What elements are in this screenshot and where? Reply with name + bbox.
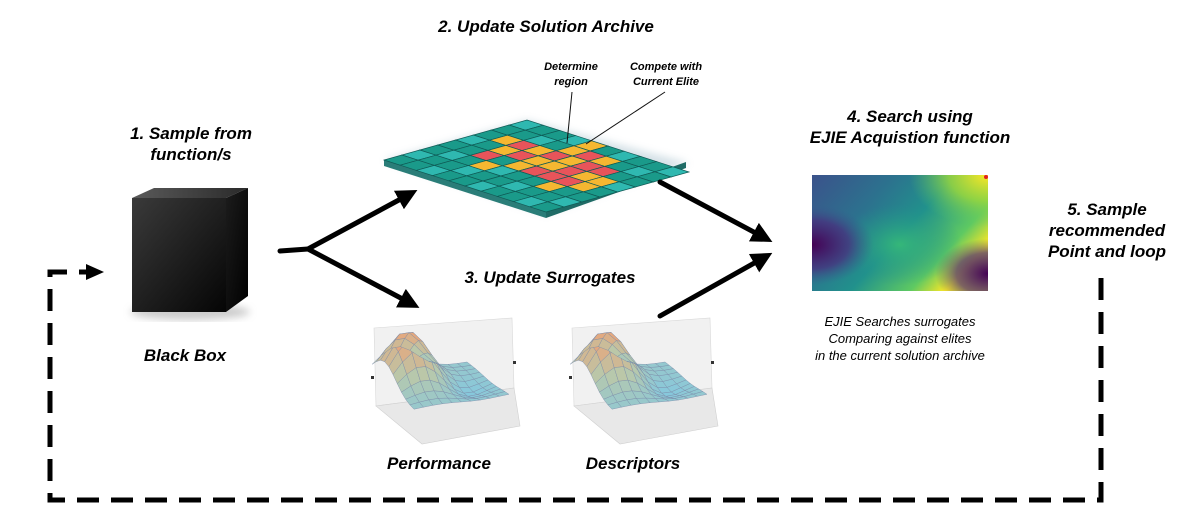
acquisition-heatmap	[812, 175, 988, 291]
step-4-label: 4. Search using EJIE Acquistion function	[809, 107, 1011, 147]
axis-marker	[371, 376, 374, 379]
solution-archive-grid	[382, 119, 691, 218]
black-box-label: Black Box	[143, 346, 227, 365]
to-search-arrows	[657, 179, 773, 319]
compete-elite-annotation: Compete with Current Elite	[629, 61, 703, 88]
step-2-label: 2. Update Solution Archive	[438, 17, 654, 36]
axis-marker	[569, 376, 572, 379]
black-box-cube-icon	[130, 188, 250, 320]
step-3-label: 3. Update Surrogates	[464, 268, 636, 287]
search-description: EJIE Searches surrogates Comparing again…	[815, 314, 985, 363]
loop-arrowhead-icon	[86, 264, 104, 280]
performance-label: Performance	[387, 454, 491, 473]
determine-region-annotation: Determine region	[544, 61, 598, 88]
performance-surface-plot	[371, 317, 521, 445]
sample-to-update-arrows	[277, 190, 420, 308]
descriptors-surface-plot	[569, 317, 719, 445]
surface-facet	[457, 361, 472, 367]
surface-facet	[655, 361, 670, 367]
recommended-point-marker	[984, 175, 988, 179]
axis-marker	[711, 361, 714, 364]
loop-dashed-arrow	[47, 269, 1104, 503]
axis-marker	[513, 361, 516, 364]
step-1-label: 1. Sample from function/s	[130, 124, 252, 164]
archive-annotation-lines	[566, 91, 666, 145]
descriptors-label: Descriptors	[585, 454, 681, 473]
archive-cell	[528, 201, 566, 213]
step-5-label: 5. Sample recommended Point and loop	[1047, 200, 1167, 261]
